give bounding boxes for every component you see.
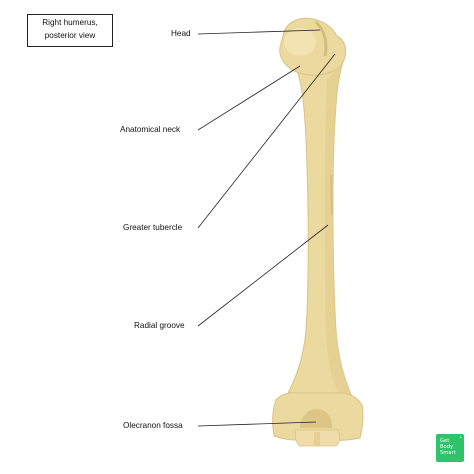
label-greater-tubercle: Greater tubercle	[123, 223, 183, 232]
label-olecranon-fossa: Olecranon fossa	[123, 421, 183, 430]
view-title-box: Right humerus, posterior view	[27, 14, 113, 47]
logo-mark: •	[459, 435, 462, 440]
view-title-line2: posterior view	[44, 31, 96, 40]
leader-line-head	[197, 29, 321, 35]
label-radial-groove: Radial groove	[134, 321, 185, 330]
humerus-shaft-shade	[324, 62, 352, 397]
humerus-shaft	[285, 59, 353, 398]
olecranon-fossa	[300, 408, 333, 428]
humerus-head-highlight	[284, 28, 316, 56]
logo-text-line2: Body	[440, 444, 454, 451]
view-title-line1: Right humerus,	[42, 18, 98, 27]
label-head: Head	[171, 29, 191, 38]
leader-line-radial-groove	[197, 224, 329, 327]
getbodysmart-logo[interactable]: • Get Body Smart	[436, 434, 464, 462]
leader-line-olecranon-fossa	[197, 421, 317, 427]
leader-line-anatomical-neck	[197, 65, 301, 131]
logo-text-line3: Smart	[440, 450, 456, 457]
anatomical-neck-groove	[314, 20, 328, 57]
trochlea-notch	[314, 432, 320, 446]
leader-line-greater-tubercle	[197, 53, 336, 229]
label-anatomical-neck: Anatomical neck	[120, 125, 181, 134]
logo-text-line1: Get	[440, 438, 450, 444]
radial-groove-notch	[330, 174, 333, 216]
